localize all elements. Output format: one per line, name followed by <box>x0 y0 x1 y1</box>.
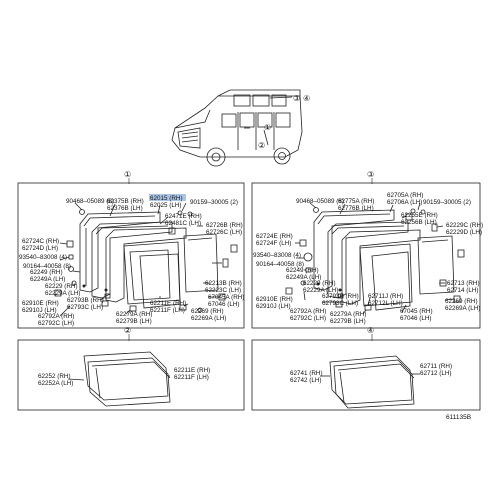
label-62481c: 62481C (LH) <box>165 220 201 227</box>
label-62775a: 62775A (RH) <box>338 198 374 205</box>
label-62792a: 62792A (RH) <box>38 313 74 320</box>
label-62726b: 62726B (RH) <box>206 222 243 229</box>
panel-2-marker: ② <box>124 326 131 335</box>
label-93540-83008: 93540–83008 (4) <box>19 254 67 261</box>
label-62726c: 62726C (LH) <box>206 229 242 236</box>
label-90159-30005: 90159–30005 (2) <box>190 199 238 206</box>
label-90468-05089: 90468–05089 (8) <box>66 198 114 205</box>
label-62223c: 62223C (LH) <box>205 287 241 294</box>
label-62211e: 62211E (RH) <box>150 300 186 307</box>
diagram-reference-number: 611135B <box>446 414 471 421</box>
label-62279b: 62279B (LH) <box>116 318 152 325</box>
label-62724c: 62724C (RH) <box>22 238 59 245</box>
label-62792a: 62792A (RH) <box>290 308 326 315</box>
label-62705a: 62705A (RH) <box>387 192 423 199</box>
panel-1: 90468–05089 (8) 62375B (RH) 62376B (LH) … <box>17 182 244 329</box>
highlight-62015 <box>149 194 186 201</box>
label-62249a: 62249A (LH) <box>30 276 65 283</box>
label-90159-30005: 90159–30005 (2) <box>423 199 471 206</box>
panel-4-marker: ④ <box>367 326 374 335</box>
label-62910j: 62910J (LH) <box>22 307 57 314</box>
panel-3: 90468–05089 (8) 62775A (RH) 62776B (LH) … <box>251 182 483 329</box>
label-62252a: 62252A (LH) <box>38 380 73 387</box>
label-67046: 67046 (LH) <box>208 301 240 308</box>
label-90164-40058: 90164–40058 (8) <box>256 261 304 268</box>
label-62211e: 62211E (RH) <box>174 367 210 374</box>
label-62711: 62711 (RH) <box>420 363 452 370</box>
label-62711j: 62711J (RH) <box>368 293 403 300</box>
label-90164-40058: 90164–40058 (8) <box>23 263 71 270</box>
vehicle-illustration <box>171 89 303 167</box>
panel-3-marker: ③ <box>367 170 374 179</box>
label-93540-83008: 93540–83008 (4) <box>253 252 301 259</box>
label-62792c: 62792C (LH) <box>290 315 326 322</box>
label-62793c: 62793C (LH) <box>322 300 358 307</box>
callout-4: ④ <box>303 94 310 103</box>
label-62249a: 62249A (LH) <box>286 274 321 281</box>
label-62249: 62249 (RH) <box>286 267 319 274</box>
label-62714: 62714 (LH) <box>447 287 479 294</box>
label-67046: 67046 (LH) <box>400 315 432 322</box>
label-62252: 62252 (RH) <box>38 373 71 380</box>
label-62279a: 62279A (RH) <box>330 311 366 318</box>
label-62910e: 62910E (RH) <box>256 296 293 303</box>
label-62376b: 62376B (LH) <box>107 205 143 212</box>
label-62249: 62249 (RH) <box>30 269 63 276</box>
panel-2: 62252 (RH) 62252A (LH) 62211E (RH) 62211… <box>17 339 245 411</box>
label-62229: 62229 (RH) <box>45 283 78 290</box>
label-62213b: 62213B (RH) <box>205 280 242 287</box>
label-62269: 62269 (RH) <box>445 298 478 305</box>
label-62269a: 62269A (LH) <box>445 305 480 312</box>
label-62724d: 62724D (LH) <box>22 245 58 252</box>
callout-1: ① <box>264 123 271 132</box>
label-62713: 62713 (RH) <box>447 280 480 287</box>
label-62910j: 62910J (LH) <box>256 303 291 310</box>
label-62255e: 62255E (RH) <box>401 212 438 219</box>
label-62471e: 62471E (RH) <box>165 213 202 220</box>
label-62724e: 62724E (RH) <box>256 233 293 240</box>
label-62706a: 62706A (LH) <box>387 199 422 206</box>
label-62793b: 62793B (RH) <box>67 297 104 304</box>
label-62793b: 62793B (RH) <box>322 293 359 300</box>
label-62741: 62741 (RH) <box>290 370 323 377</box>
label-62025: 62025 (LH) <box>150 202 182 209</box>
label-62269a: 62269A (LH) <box>191 315 226 322</box>
label-62229d: 62229D (LH) <box>446 229 482 236</box>
label-90468-05089: 90468–05089 (8) <box>296 198 344 205</box>
label-62229a: 62229A (LH) <box>303 287 338 294</box>
label-62375b: 62375B (RH) <box>107 198 144 205</box>
label-62269: 62269 (RH) <box>191 308 224 315</box>
label-67045: 67045 (RH) <box>400 308 433 315</box>
label-62712l: 62712L (LH) <box>368 300 403 307</box>
vehicle-callouts: ③ ④ ① ② <box>258 94 310 150</box>
label-62793c: 62793C (LH) <box>67 304 103 311</box>
label-62792c: 62792C (LH) <box>38 320 74 327</box>
label-67045a: 67045A (RH) <box>208 294 244 301</box>
label-62015: 62015 (RH) <box>150 195 183 202</box>
label-62724f: 62724F (LH) <box>256 240 291 247</box>
label-62229: 62229 (RH) <box>303 280 336 287</box>
label-62256b: 62256B (LH) <box>401 219 437 226</box>
callout-3: ③ <box>293 94 300 103</box>
label-62279a: 62279A (RH) <box>116 311 152 318</box>
panel-1-marker: ① <box>124 170 131 179</box>
label-62229c: 62229C (RH) <box>446 222 483 229</box>
label-62910e: 62910E (RH) <box>22 300 59 307</box>
panel-4: 62741 (RH) 62742 (LH) 62711 (RH) 62712 (… <box>251 339 481 411</box>
label-62742: 62742 (LH) <box>290 377 322 384</box>
label-62229a: 62229A (LH) <box>45 290 80 297</box>
label-62211f: 62211F (LH) <box>150 307 185 314</box>
label-62776b: 62776B (LH) <box>338 205 374 212</box>
label-62279b: 62279B (LH) <box>330 318 366 325</box>
callout-2: ② <box>258 141 265 150</box>
label-62712: 62712 (LH) <box>420 370 452 377</box>
label-62211f: 62211F (LH) <box>174 374 209 381</box>
